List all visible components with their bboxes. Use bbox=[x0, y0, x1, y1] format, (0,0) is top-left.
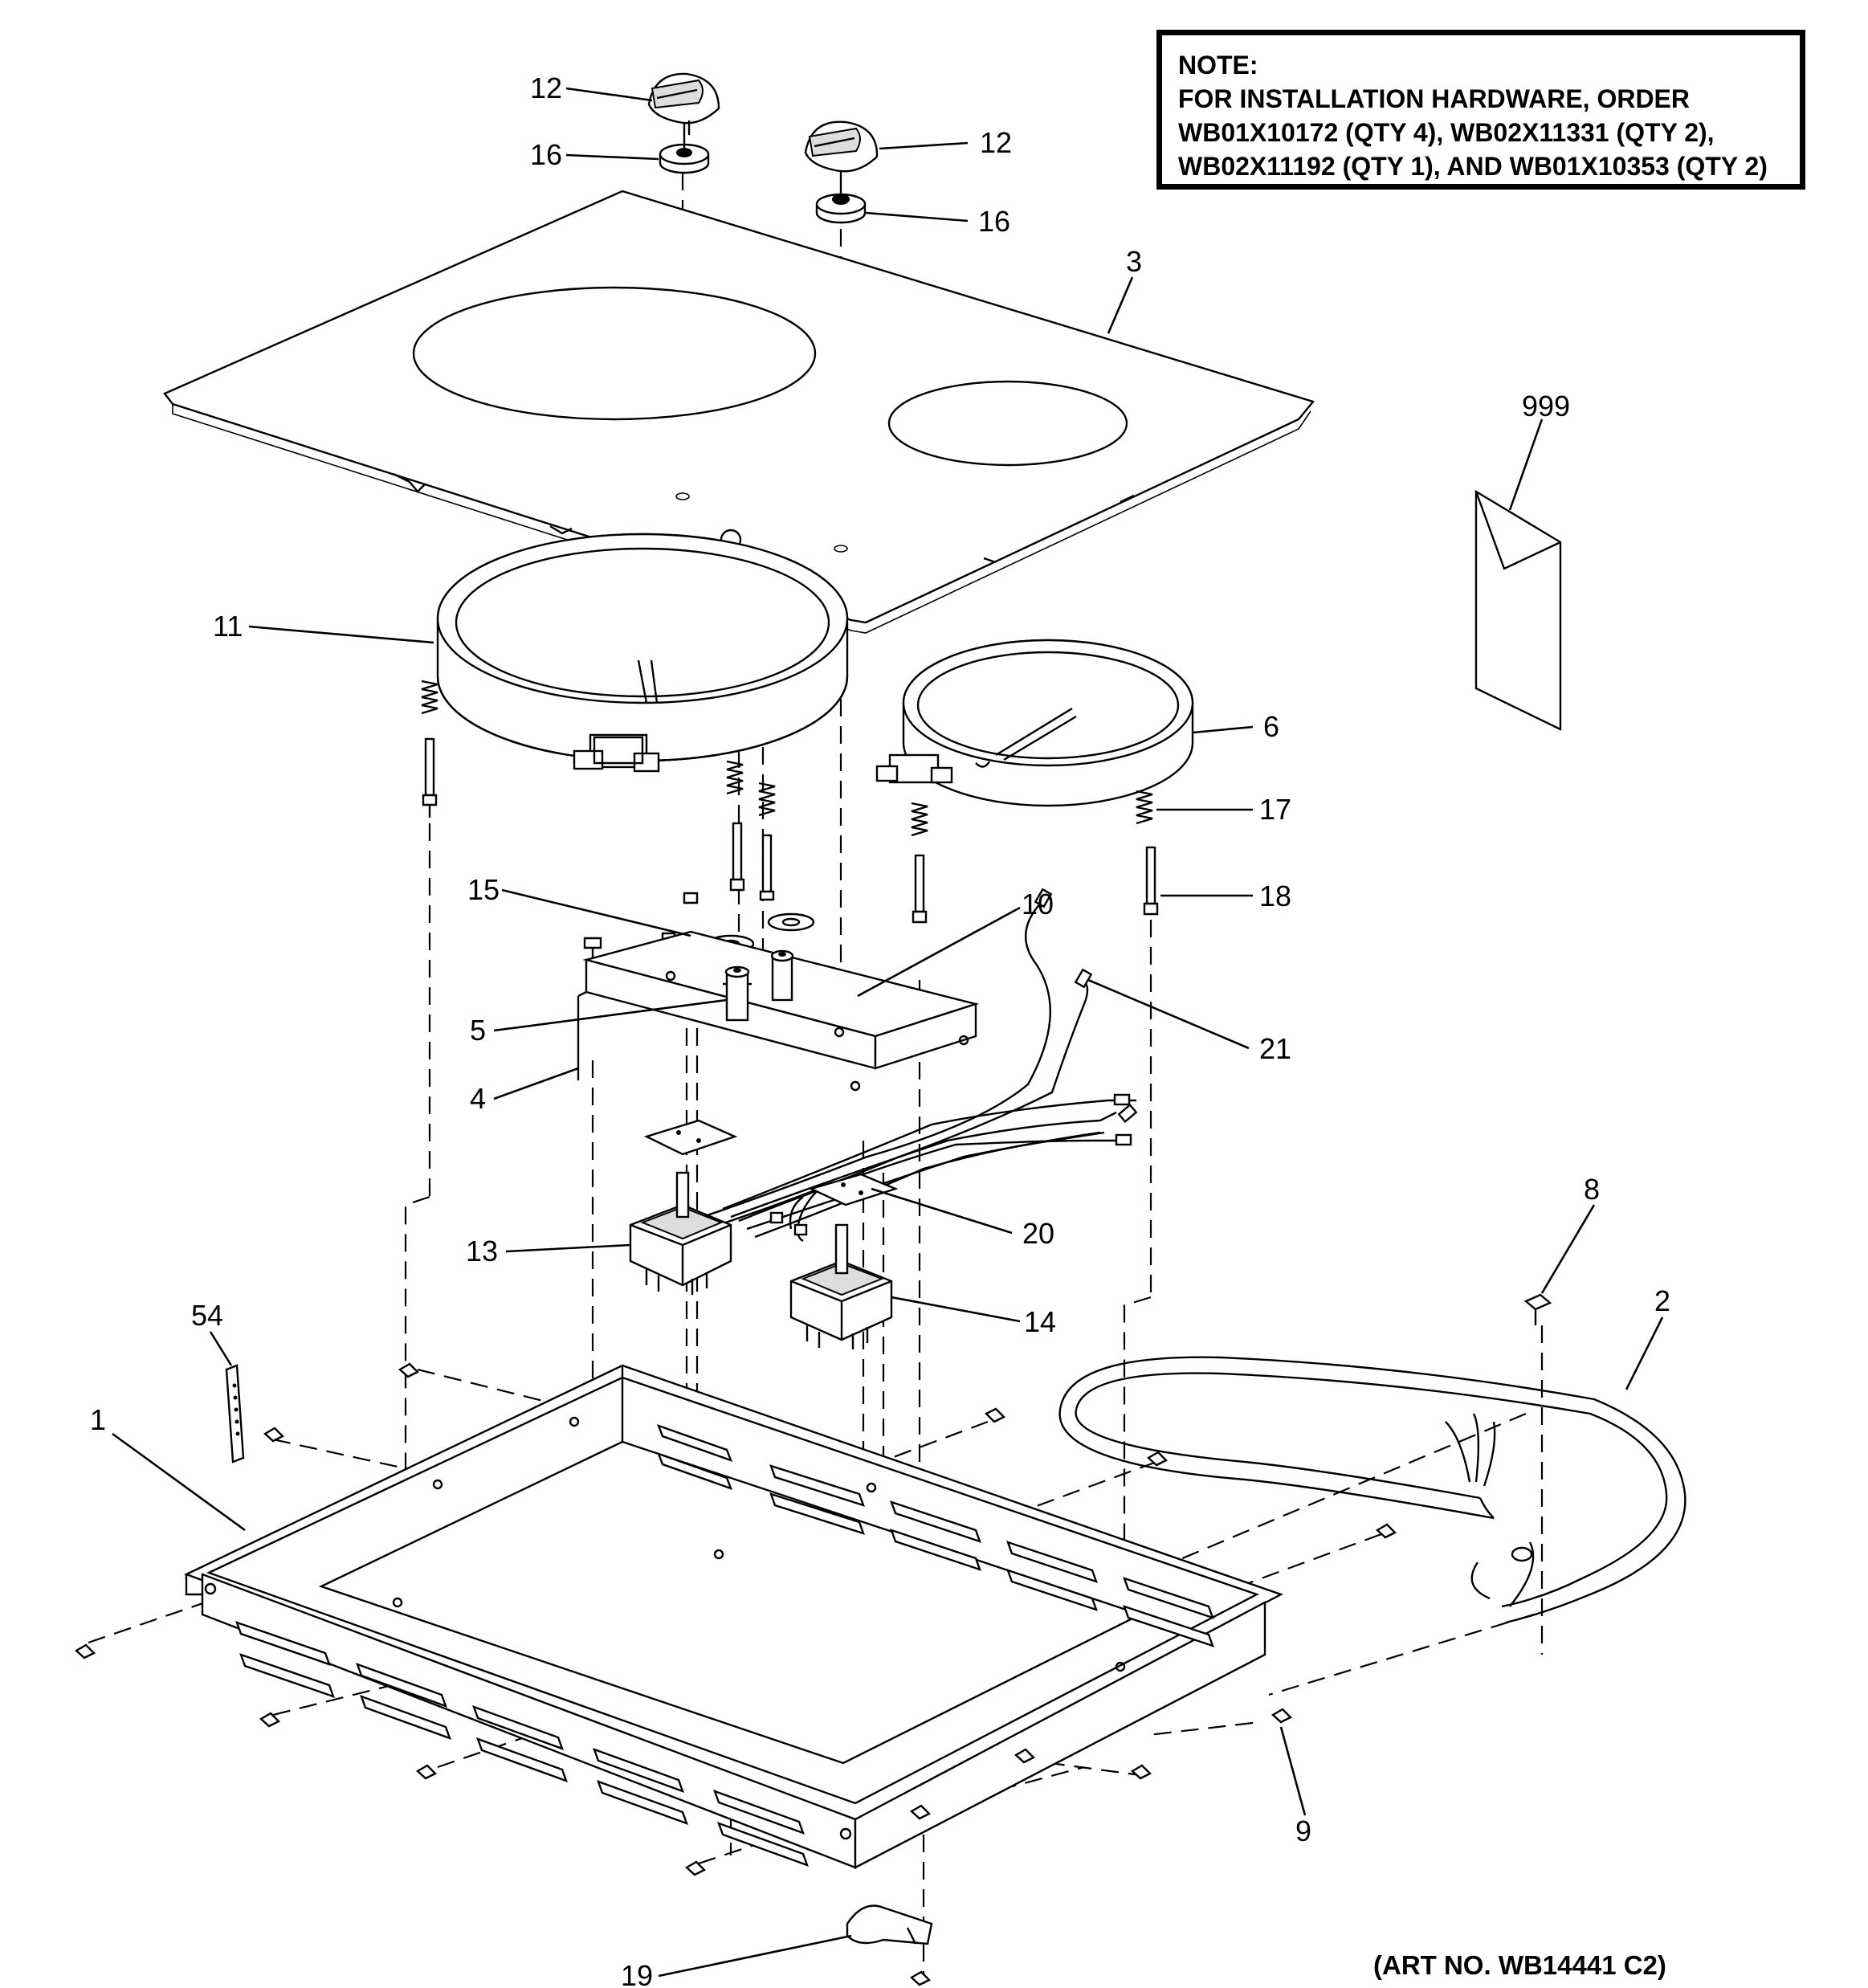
burner-box bbox=[183, 1364, 1283, 1869]
callout-6: 6 bbox=[1263, 710, 1279, 743]
note-line-1: FOR INSTALLATION HARDWARE, ORDER bbox=[1178, 84, 1690, 113]
insulator-left bbox=[643, 1119, 738, 1156]
bezel-left bbox=[659, 137, 710, 174]
callout-8: 8 bbox=[1584, 1173, 1600, 1206]
callout-20: 20 bbox=[1022, 1217, 1054, 1250]
callout-18: 18 bbox=[1259, 880, 1291, 912]
note-box: NOTE: FOR INSTALLATION HARDWARE, ORDER W… bbox=[1156, 30, 1805, 190]
callout-12b: 12 bbox=[980, 126, 1012, 159]
callout-12a: 12 bbox=[530, 71, 562, 104]
callout-3: 3 bbox=[1126, 245, 1142, 278]
clip-19 bbox=[846, 1904, 933, 1945]
spring-stud-5 bbox=[1136, 790, 1159, 916]
spring-stud-1 bbox=[421, 680, 438, 818]
knob-left bbox=[647, 72, 720, 137]
note-line-2: WB01X10172 (QTY 4), WB02X11331 (QTY 2), bbox=[1178, 118, 1715, 147]
callout-13: 13 bbox=[466, 1235, 498, 1268]
thermostat-right bbox=[770, 949, 794, 1002]
leader-lines bbox=[112, 87, 1664, 1978]
bracket-54 bbox=[225, 1364, 245, 1463]
callout-11: 11 bbox=[213, 610, 243, 643]
callout-1: 1 bbox=[90, 1403, 106, 1436]
spring-stud-2 bbox=[726, 760, 745, 892]
callout-19: 19 bbox=[621, 1959, 653, 1988]
note-line-3: WB02X11192 (QTY 1), AND WB01X10353 (QTY … bbox=[1178, 152, 1768, 181]
bezel-right bbox=[815, 186, 867, 224]
callout-21: 21 bbox=[1259, 1032, 1291, 1065]
callout-5: 5 bbox=[470, 1014, 486, 1047]
radiant-element-small bbox=[875, 639, 1194, 807]
loose-screws bbox=[74, 1293, 1552, 1986]
vent-slots bbox=[235, 1424, 1214, 1867]
spring-stud-4 bbox=[911, 802, 928, 924]
callout-15: 15 bbox=[467, 873, 500, 906]
callout-16a: 16 bbox=[530, 138, 562, 171]
literature-envelope bbox=[1474, 489, 1562, 731]
callout-10: 10 bbox=[1022, 888, 1054, 921]
callout-54: 54 bbox=[191, 1299, 223, 1332]
callout-999: 999 bbox=[1522, 390, 1570, 423]
callout-17: 17 bbox=[1259, 793, 1291, 826]
callouts: 12 12 16 16 3 999 11 6 17 18 15 10 5 4 2… bbox=[90, 71, 1670, 1988]
insulator-right bbox=[808, 1173, 899, 1206]
callout-2: 2 bbox=[1654, 1284, 1670, 1317]
thermostat-left bbox=[723, 965, 752, 1022]
art-number: (ART NO. WB14441 C2) bbox=[1373, 1950, 1666, 1980]
wire-harness bbox=[690, 888, 1138, 1243]
callout-9: 9 bbox=[1295, 1815, 1311, 1847]
knob-right bbox=[804, 120, 879, 186]
note-heading: NOTE: bbox=[1178, 51, 1258, 80]
glass-cooktop bbox=[163, 190, 1315, 634]
infinite-switch-left bbox=[629, 1171, 732, 1295]
radiant-element-large bbox=[436, 533, 849, 773]
callout-14: 14 bbox=[1024, 1305, 1056, 1338]
infinite-switch-right bbox=[789, 1223, 893, 1349]
spring-stud-3 bbox=[758, 782, 776, 901]
power-cord bbox=[1058, 1356, 1687, 1624]
callout-16b: 16 bbox=[978, 205, 1010, 238]
callout-4: 4 bbox=[470, 1082, 486, 1115]
